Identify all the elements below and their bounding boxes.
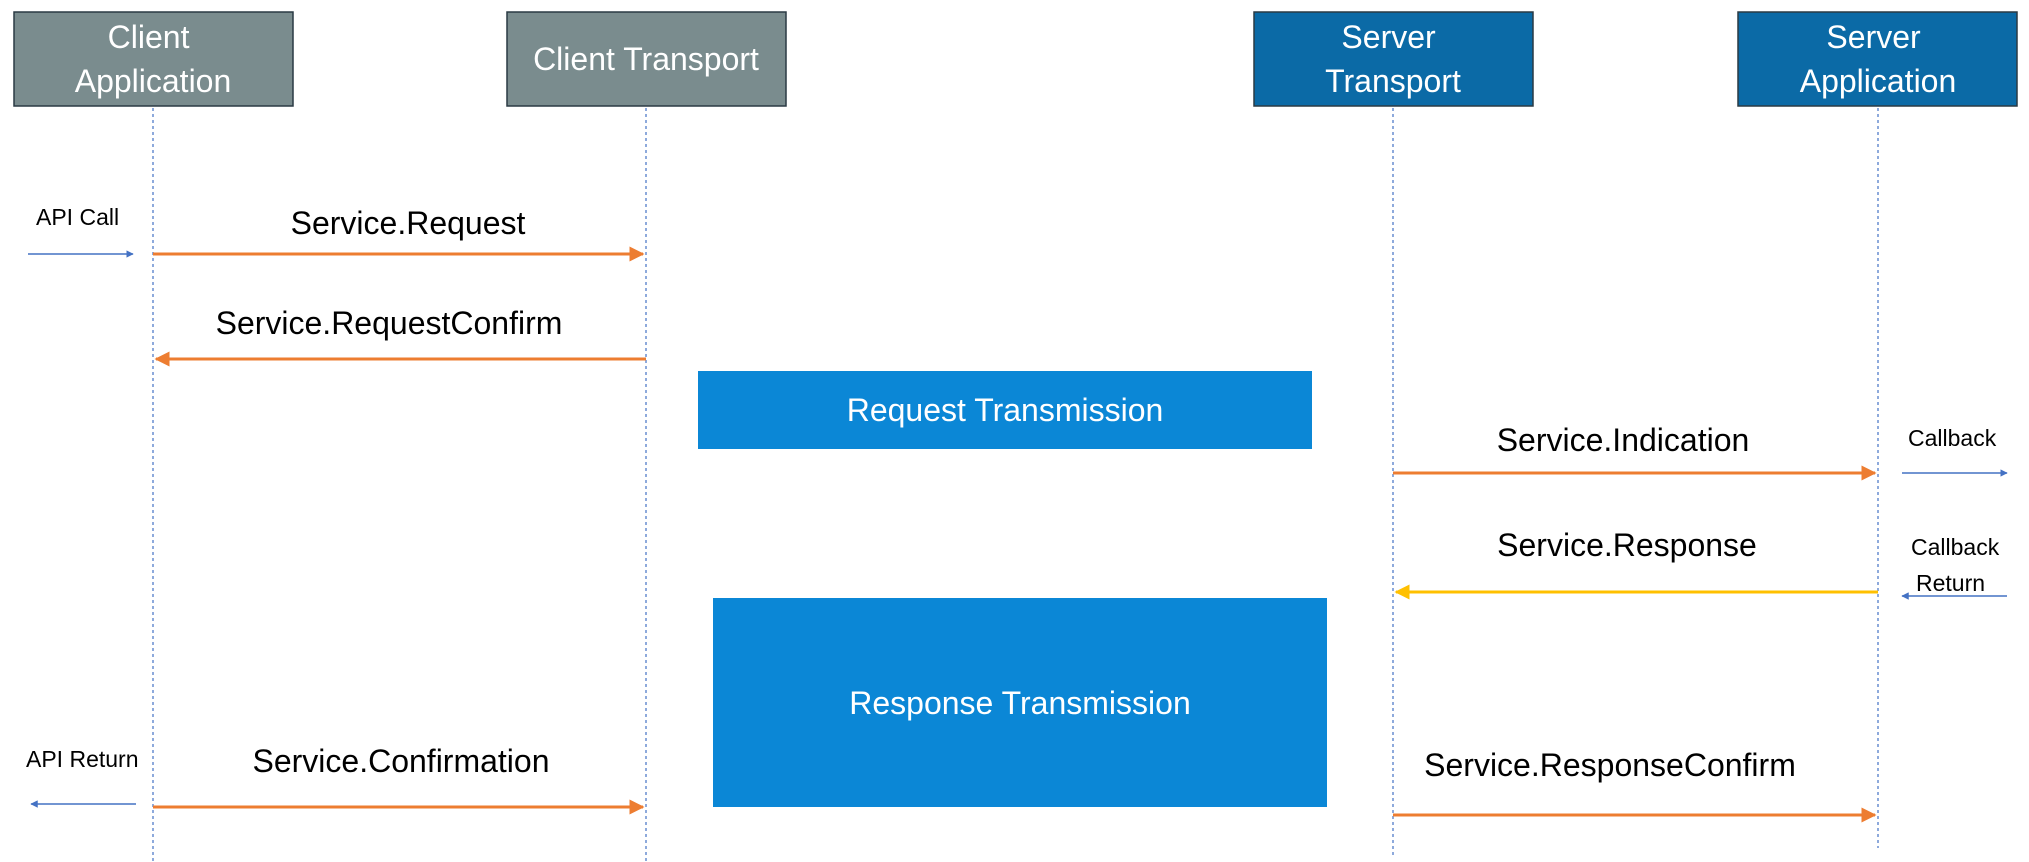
participant-box — [1253, 11, 1534, 107]
participant-label-line-1: Client — [108, 19, 190, 55]
participant-label-line-1: Server — [1341, 19, 1436, 55]
message-service-request: Service.Request — [153, 205, 645, 262]
band-label: Request Transmission — [847, 392, 1164, 428]
participant-box — [1737, 11, 2018, 107]
participant-label-line-1: Server — [1826, 19, 1921, 55]
external-label-line-2: Return — [1916, 570, 1985, 596]
participant-label-line-2: Application — [75, 63, 232, 99]
band-response-transmission: Response Transmission — [713, 598, 1327, 807]
svg-text:Callback Return: Callback Return — [1911, 534, 2006, 596]
participant-label-line-1: Client Transport — [533, 41, 759, 77]
message-label: Service.Confirmation — [253, 743, 550, 779]
band-rect — [713, 598, 1327, 807]
message-service-confirmation: Service.Confirmation — [153, 743, 645, 815]
message-label: Service.Response — [1497, 527, 1757, 563]
participant-client-transport: Client Transport — [506, 11, 787, 107]
participant-label-line-2: Application — [1800, 63, 1957, 99]
message-service-indication: Service.Indication — [1393, 422, 1877, 481]
external-label: Callback — [1908, 425, 1997, 451]
message-label: Service.Indication — [1497, 422, 1750, 458]
external-api-call: API Call — [28, 204, 134, 258]
band-rect — [698, 371, 1312, 449]
message-service-response-confirm: Service.ResponseConfirm — [1393, 747, 1877, 823]
band-label: Response Transmission — [849, 685, 1190, 721]
svg-text:Client Application: Client Application — [75, 19, 232, 99]
svg-text:Server Application: Server Application — [1800, 19, 1957, 99]
participant-server-transport: Server Transport — [1253, 11, 1534, 107]
participant-box — [13, 11, 294, 107]
participant-box — [506, 11, 787, 107]
external-label-line-1: Callback — [1911, 534, 2000, 560]
external-label: API Call — [36, 204, 119, 230]
band-request-transmission: Request Transmission — [698, 371, 1312, 449]
message-service-response: Service.Response — [1394, 527, 1878, 600]
participant-server-application: Server Application — [1737, 11, 2018, 107]
message-service-request-confirm: Service.RequestConfirm — [154, 305, 646, 367]
external-label: API Return — [26, 746, 139, 772]
external-callback: Callback — [1902, 425, 2008, 477]
participant-label-line-2: Transport — [1325, 63, 1461, 99]
message-label: Service.Request — [291, 205, 526, 241]
message-label: Service.ResponseConfirm — [1424, 747, 1796, 783]
participant-client-application: Client Application — [13, 11, 294, 107]
message-label: Service.RequestConfirm — [216, 305, 563, 341]
svg-text:Client Transport: Client Transport — [533, 41, 759, 77]
external-api-return: API Return — [26, 746, 139, 808]
svg-text:Server Transport: Server Transport — [1325, 19, 1461, 99]
external-callback-return: Callback Return — [1901, 534, 2007, 600]
